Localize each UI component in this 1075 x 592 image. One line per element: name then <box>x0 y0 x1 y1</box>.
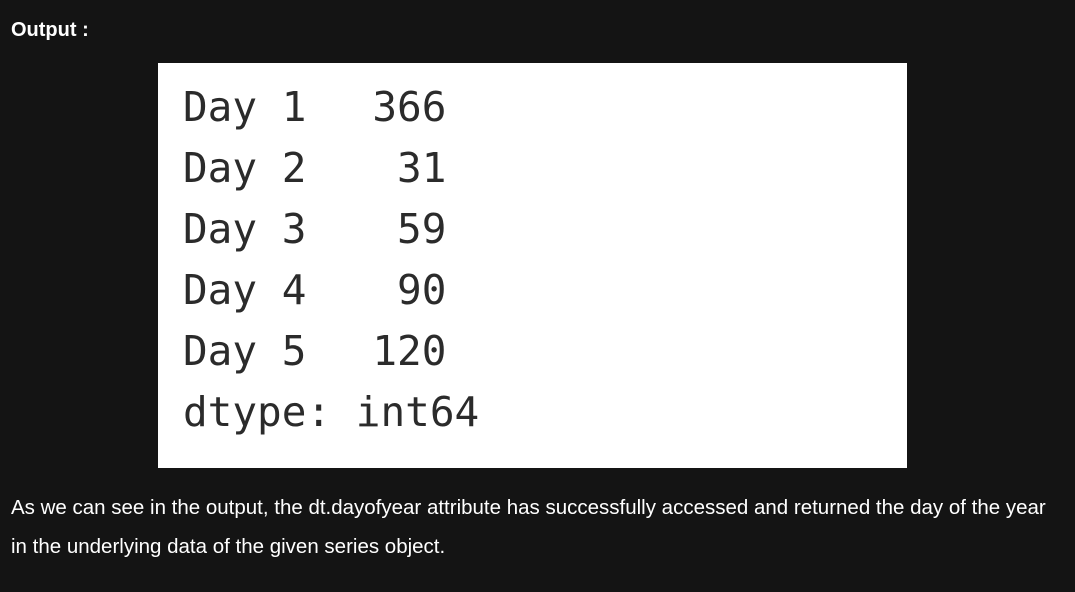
row-value: 90 <box>397 266 447 314</box>
row-value: 31 <box>397 144 447 192</box>
table-row: Day 5 120 <box>183 321 446 382</box>
row-value: 59 <box>397 205 447 253</box>
row-label: Day 5 <box>183 327 307 375</box>
row-value: 120 <box>372 327 447 375</box>
row-value: 366 <box>372 83 447 131</box>
output-heading: Output : <box>11 19 89 41</box>
table-row: Day 4 90 <box>183 260 446 321</box>
row-label: Day 2 <box>183 144 307 192</box>
code-output-image: Day 1 366 Day 2 31 Day 3 59 Day 4 90 Day… <box>158 63 907 468</box>
dtype-line: dtype: int64 <box>183 388 480 436</box>
table-row: Day 1 366 <box>183 77 446 138</box>
row-label: Day 3 <box>183 205 307 253</box>
explanation-paragraph: As we can see in the output, the dt.dayo… <box>11 496 1046 558</box>
table-row: Day 3 59 <box>183 199 446 260</box>
row-label: Day 1 <box>183 83 307 131</box>
series-output-table: Day 1 366 Day 2 31 Day 3 59 Day 4 90 Day… <box>183 77 446 382</box>
row-label: Day 4 <box>183 266 307 314</box>
table-row: Day 2 31 <box>183 138 446 199</box>
